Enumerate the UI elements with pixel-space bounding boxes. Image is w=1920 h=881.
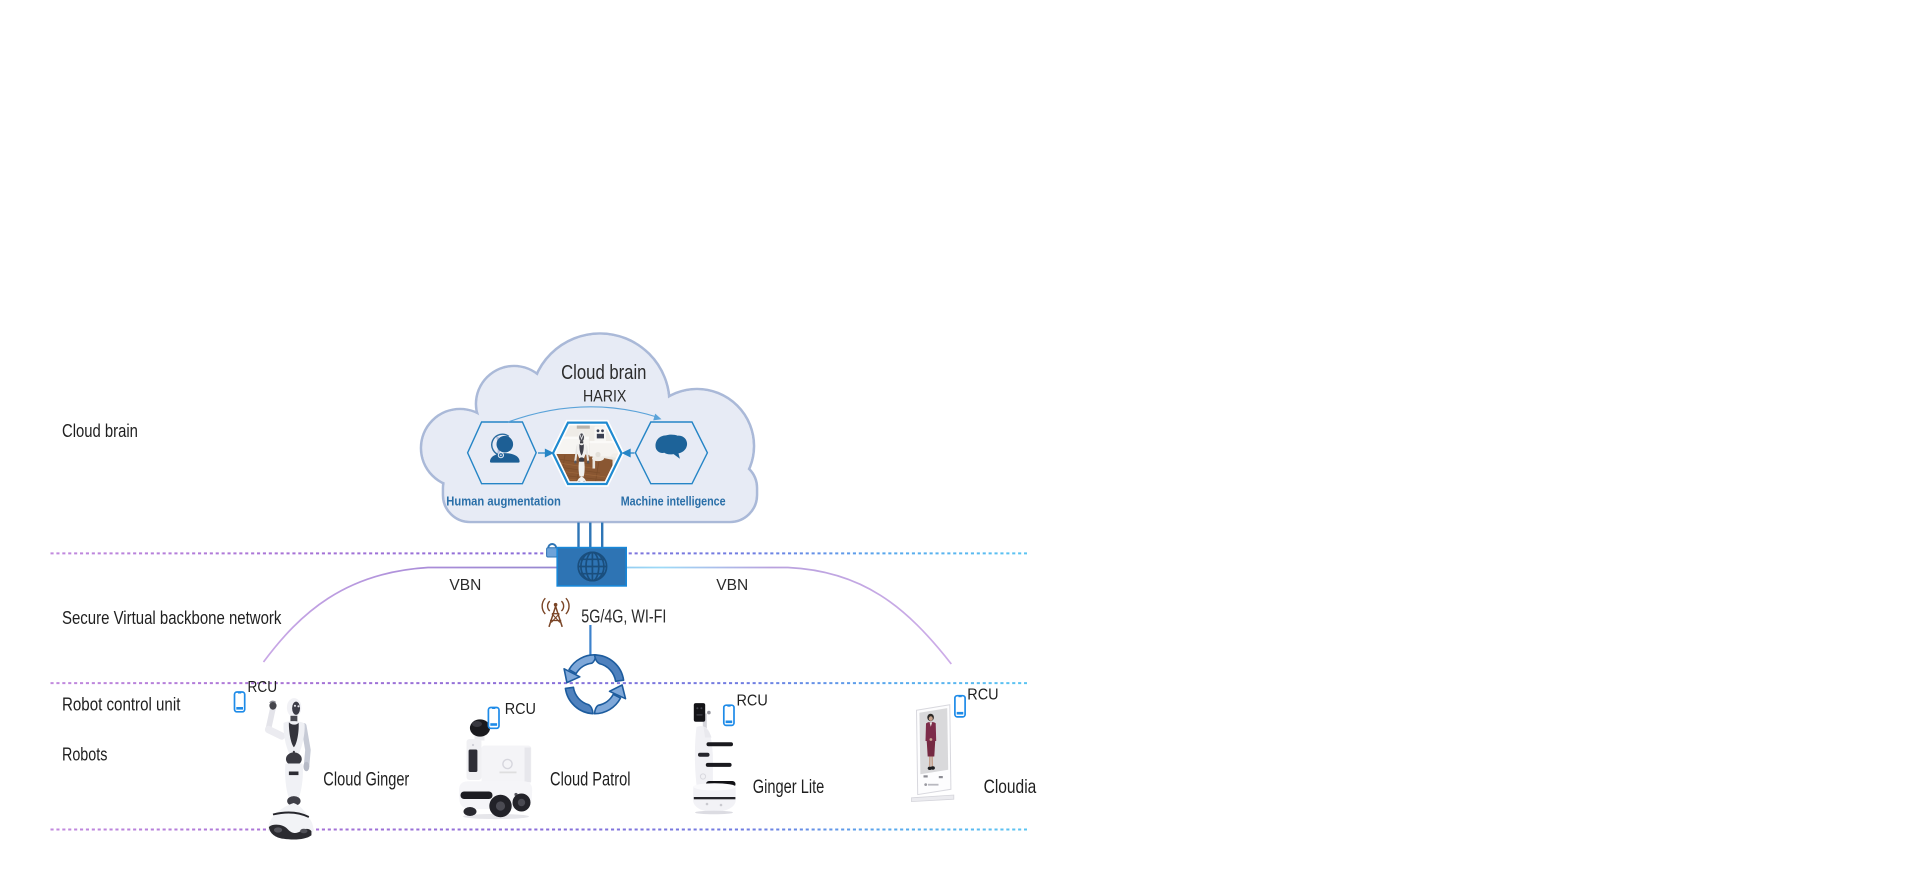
svg-text:RCU: RCU bbox=[248, 679, 278, 696]
svg-text:VBN: VBN bbox=[716, 577, 748, 594]
svg-text:VBN: VBN bbox=[449, 577, 481, 594]
svg-text:Secure Virtual backbone networ: Secure Virtual backbone network bbox=[62, 608, 282, 628]
svg-text:RCU: RCU bbox=[505, 701, 536, 718]
svg-text:HARIX: HARIX bbox=[583, 387, 626, 406]
svg-text:Cloudia: Cloudia bbox=[984, 776, 1037, 798]
svg-text:Ginger Lite: Ginger Lite bbox=[753, 776, 825, 798]
svg-text:RCU: RCU bbox=[737, 693, 768, 710]
svg-text:Cloud brain: Cloud brain bbox=[561, 361, 646, 384]
svg-text:Machine intelligence: Machine intelligence bbox=[621, 493, 726, 508]
svg-text:Robots: Robots bbox=[62, 745, 107, 765]
svg-text:Robot control unit: Robot control unit bbox=[62, 695, 180, 715]
svg-text:Human augmentation: Human augmentation bbox=[446, 493, 561, 508]
svg-text:Cloud brain: Cloud brain bbox=[62, 421, 138, 441]
svg-text:Cloud Ginger: Cloud Ginger bbox=[323, 769, 409, 791]
svg-text:Cloud Patrol: Cloud Patrol bbox=[550, 769, 631, 791]
svg-text:5G/4G, WI-FI: 5G/4G, WI-FI bbox=[581, 607, 666, 627]
svg-text:RCU: RCU bbox=[967, 687, 998, 704]
